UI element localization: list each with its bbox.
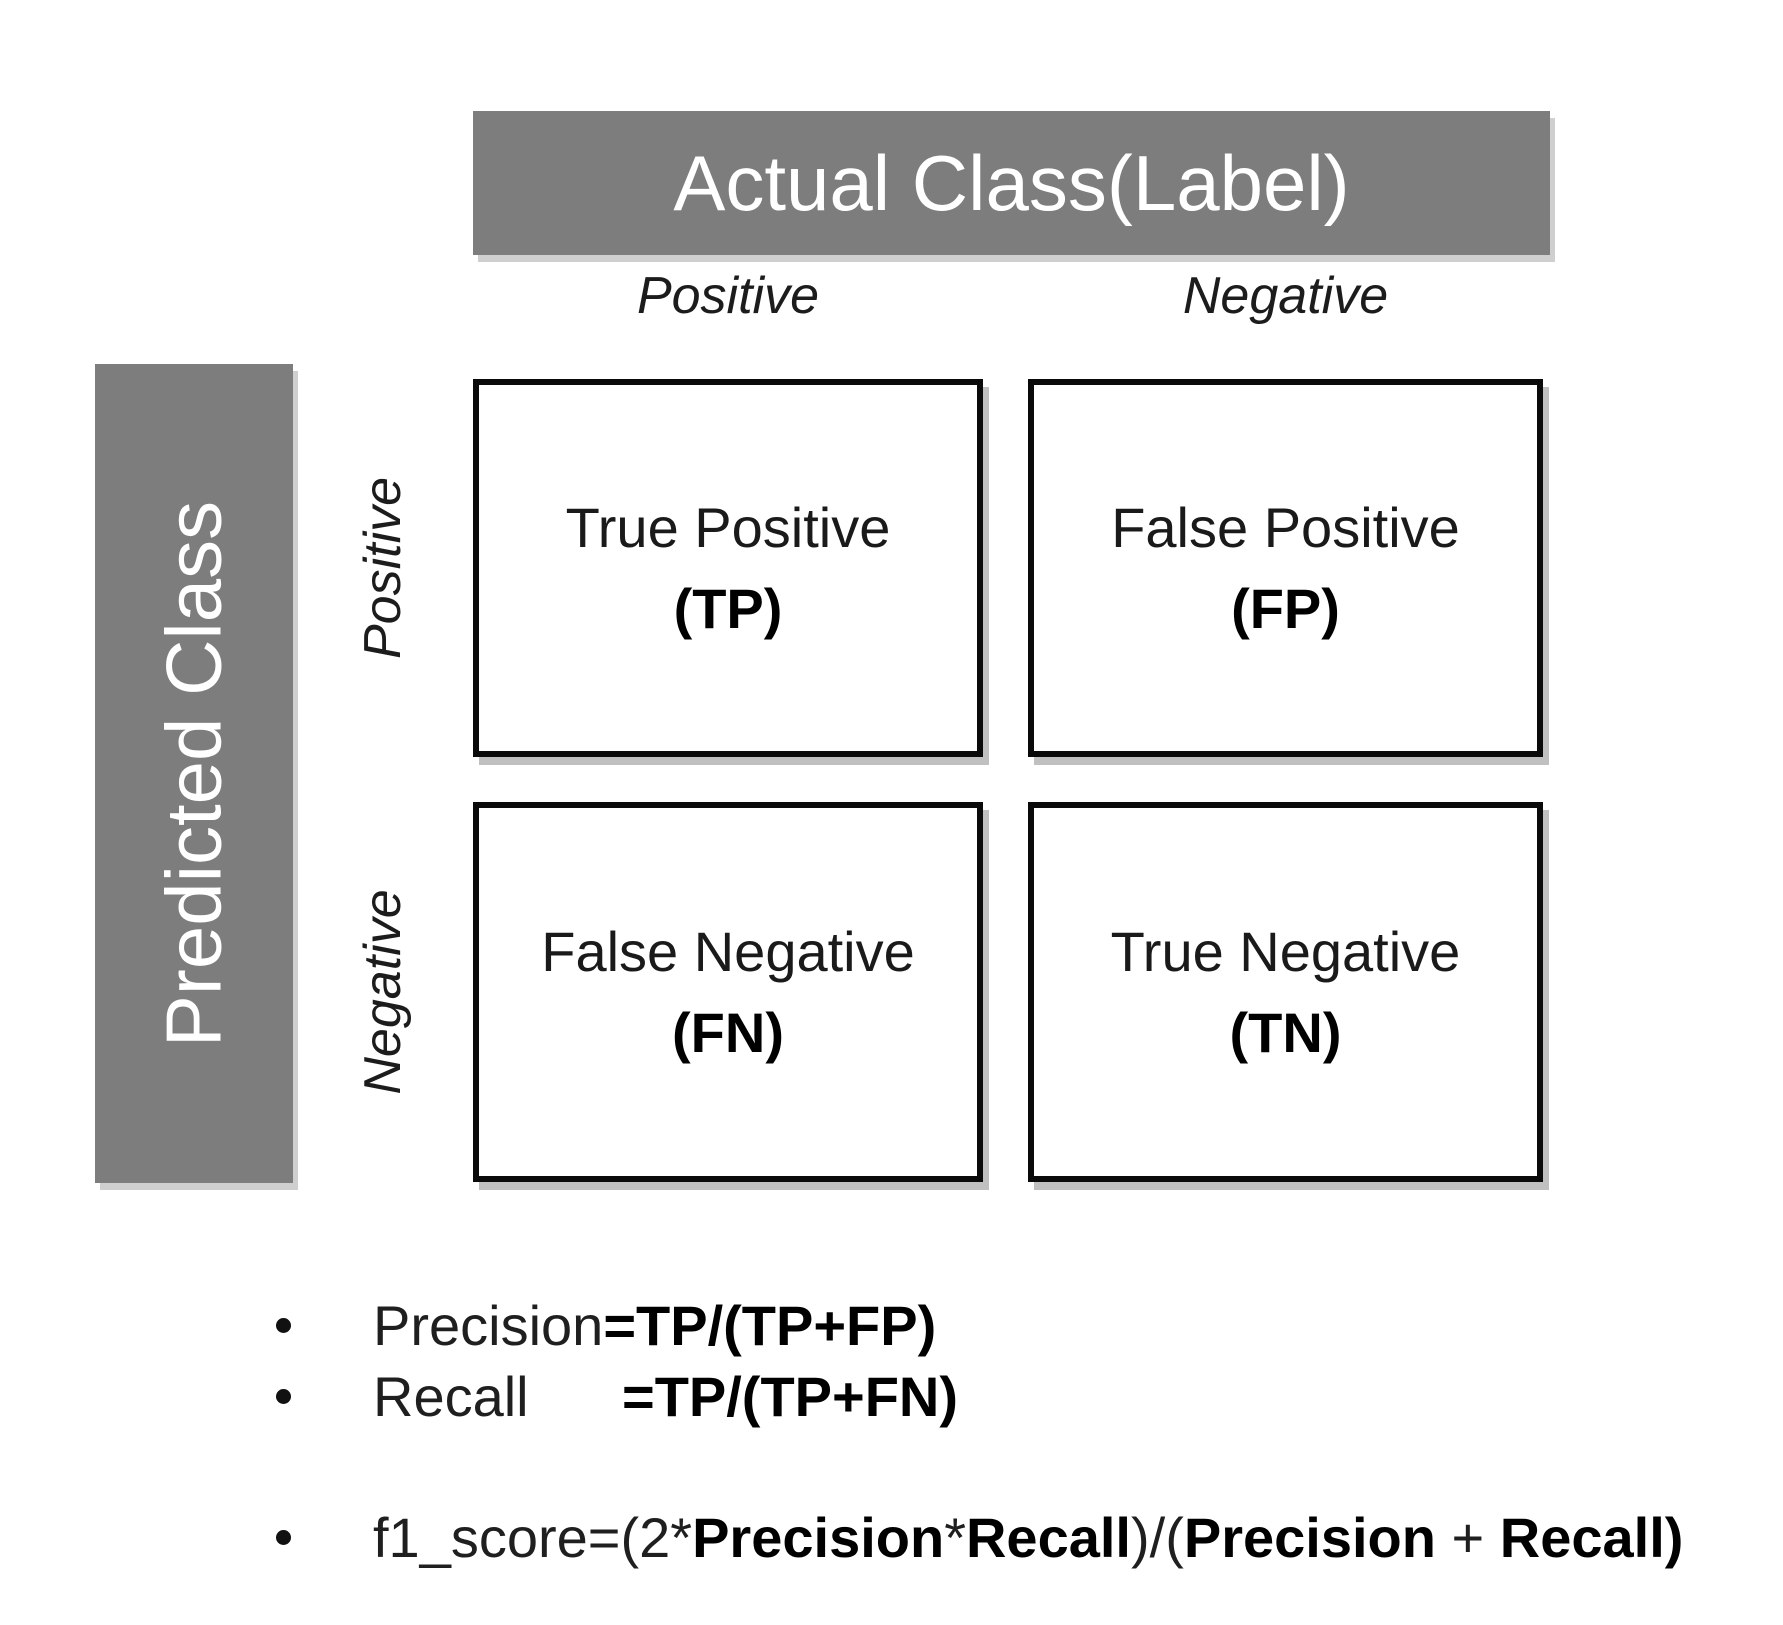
cell-true-negative-title: True Negative [1110, 919, 1461, 983]
recall-label: Recall [373, 1364, 529, 1428]
f1-segment-recall: Recall [965, 1505, 1131, 1569]
column-label-negative: Negative [1182, 267, 1389, 325]
row-label-negative: Negative [293, 802, 473, 1182]
row-label-positive-text: Positive [354, 476, 412, 660]
cell-false-negative: False Negative (FN) [473, 802, 983, 1182]
f1-segment-precision: Precision [1183, 1505, 1436, 1569]
recall-formula-line: Recall =TP/(TP+FN) [276, 1361, 958, 1431]
cell-false-negative-title: False Negative [541, 919, 915, 983]
bullet-icon [276, 1317, 291, 1333]
cell-false-positive-title: False Positive [1111, 495, 1460, 559]
cell-true-positive-abbr: (TP) [673, 577, 783, 640]
recall-expression: =TP/(TP+FN) [621, 1364, 959, 1428]
cell-true-negative: True Negative (TN) [1028, 802, 1543, 1182]
bullet-icon [276, 1388, 291, 1404]
cell-false-positive: False Positive (FP) [1028, 379, 1543, 757]
cell-true-positive: True Positive (TP) [473, 379, 983, 757]
actual-class-header-bar: Actual Class(Label) [473, 111, 1550, 255]
cell-false-negative-abbr: (FN) [672, 1001, 784, 1064]
f1-segment: f1_score=(2* [373, 1505, 693, 1569]
bullet-icon [276, 1529, 291, 1545]
precision-expression: =TP/(TP+FP) [603, 1293, 937, 1357]
f1-segment-precision: Precision [692, 1505, 945, 1569]
cell-true-positive-title: True Positive [565, 495, 891, 559]
f1-segment: + [1435, 1505, 1500, 1569]
row-label-negative-text: Negative [354, 889, 412, 1095]
actual-class-header-label: Actual Class(Label) [673, 138, 1350, 227]
recall-spacer [529, 1364, 622, 1429]
f1-segment: )/( [1130, 1505, 1184, 1569]
predicted-class-header-bar: Predicted Class [95, 364, 293, 1183]
row-label-positive: Positive [293, 379, 473, 757]
cell-false-positive-abbr: (FP) [1231, 577, 1340, 640]
predicted-class-header-label: Predicted Class [149, 500, 238, 1047]
f1-segment-close-paren: ) [1664, 1505, 1684, 1569]
column-label-positive: Positive [636, 267, 820, 325]
f1-score-formula-line: f1_score=(2* Precision * Recall )/( Prec… [276, 1502, 1683, 1572]
precision-label: Precision [373, 1293, 604, 1357]
precision-formula-line: Precision =TP/(TP+FP) [276, 1290, 936, 1360]
f1-segment: * [944, 1505, 966, 1569]
cell-true-negative-abbr: (TN) [1229, 1001, 1342, 1064]
f1-segment-recall: Recall [1499, 1505, 1665, 1569]
